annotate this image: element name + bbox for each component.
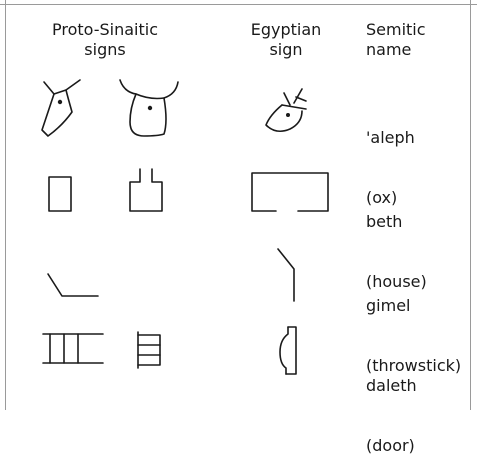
proto-aleph-ox-head-glyph-1 [38, 78, 98, 140]
semitic-name-gimel-meaning: (throwstick) [366, 356, 462, 375]
semitic-name-daleth-label: daleth [366, 376, 417, 395]
semitic-name-beth-label: beth [366, 212, 403, 231]
semitic-name-gimel-label: gimel [366, 296, 411, 315]
semitic-name-aleph-meaning: (ox) [366, 188, 398, 207]
header-egyptian-line1: Egyptian [250, 20, 322, 39]
header-semitic-line1: Semitic [366, 20, 426, 39]
proto-beth-house-glyph-2 [128, 168, 164, 212]
egyptian-door-glyph [276, 326, 298, 376]
frame-left-border [5, 0, 6, 410]
header-proto-sinaitic: Proto-Sinaitic signs [20, 20, 190, 60]
egyptian-ox-head-glyph [262, 87, 314, 135]
semitic-name-daleth: daleth (door) [366, 336, 417, 476]
header-semitic-line2: name [366, 40, 412, 59]
frame-right-border [470, 0, 471, 410]
header-proto-line2: signs [84, 40, 126, 59]
semitic-name-daleth-meaning: (door) [366, 436, 415, 455]
egyptian-throwstick-glyph [276, 247, 298, 303]
header-egyptian: Egyptian sign [236, 20, 336, 60]
header-egyptian-line2: sign [269, 40, 303, 59]
egyptian-house-glyph [250, 172, 330, 212]
header-proto-line1: Proto-Sinaitic [51, 20, 159, 39]
proto-gimel-throwstick-glyph [46, 272, 100, 298]
semitic-name-gimel: gimel (throwstick) [366, 256, 461, 396]
proto-daleth-door-glyph [136, 331, 162, 369]
semitic-name-beth: beth (house) [366, 172, 427, 312]
semitic-name-aleph: 'aleph (ox) [366, 88, 415, 228]
proto-daleth-ladder-glyph [42, 332, 104, 366]
semitic-name-beth-meaning: (house) [366, 272, 427, 291]
semitic-name-aleph-label: 'aleph [366, 128, 415, 147]
proto-aleph-ox-head-glyph-2 [118, 78, 182, 144]
header-semitic: Semitic name [366, 20, 466, 60]
frame-top-border [0, 4, 477, 5]
proto-beth-house-glyph-1 [48, 176, 72, 212]
